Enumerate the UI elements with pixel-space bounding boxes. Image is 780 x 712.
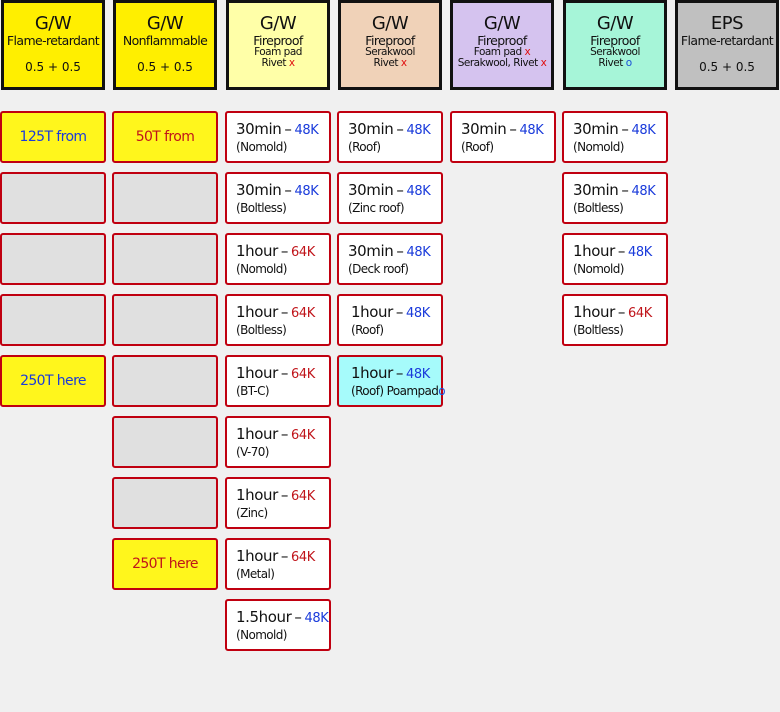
header-eps-flame-retardant: EPS Flame-retardant 0.5 + 0.5 [675, 0, 779, 90]
header-material: G/W [371, 13, 409, 34]
col6-option[interactable]: 1hour–48K (Nomold) [562, 233, 668, 285]
header-spec-1: Serakwool [590, 46, 640, 59]
col3-option[interactable]: 1hour–64K (Metal) [225, 538, 331, 590]
header-gw-fireproof-foam-serakwool: G/W Fireproof Foam pad x Serakwool, Rive… [450, 0, 554, 90]
col2-thickness-from[interactable]: 50T from [112, 111, 218, 163]
col3-option[interactable]: 30min–48K (Nomold) [225, 111, 331, 163]
col2-empty-slot [112, 233, 218, 285]
header-spec-1: Foam pad [254, 46, 302, 59]
col1-empty-slot [0, 172, 106, 224]
col3-option[interactable]: 1hour–64K (V-70) [225, 416, 331, 468]
col2-empty-slot [112, 294, 218, 346]
header-spec-2: Serakwool, Rivet x [457, 57, 547, 70]
col2-empty-slot [112, 416, 218, 468]
header-spec-2: Rivet x [261, 57, 295, 70]
header-material: G/W [146, 13, 184, 34]
header-material: G/W [483, 13, 521, 34]
col4-option[interactable]: 30min–48K (Roof) [337, 111, 443, 163]
header-gw-fireproof-foam: G/W Fireproof Foam pad Rivet x [226, 0, 330, 90]
col2-thickness-to[interactable]: 250T here [112, 538, 218, 590]
col2-empty-slot [112, 355, 218, 407]
header-grade: Fireproof [365, 32, 415, 48]
header-material: EPS [710, 13, 744, 34]
header-material: G/W [259, 13, 297, 34]
header-grade: Fireproof [590, 32, 640, 48]
col3-option[interactable]: 1hour–64K (Boltless) [225, 294, 331, 346]
header-material: G/W [34, 13, 72, 34]
header-spec-1: Serakwool [365, 46, 415, 59]
col4-option[interactable]: 1hour–48K (Roof) [337, 294, 443, 346]
header-gw-flame-retardant: G/W Flame-retardant 0.5 + 0.5 [1, 0, 105, 90]
header-grade: Nonflammable [122, 32, 208, 48]
header-gw-nonflammable: G/W Nonflammable 0.5 + 0.5 [113, 0, 217, 90]
col2-empty-slot [112, 172, 218, 224]
col1-empty-slot [0, 294, 106, 346]
header-thickness: 0.5 + 0.5 [25, 60, 81, 75]
col3-option[interactable]: 30min–48K (Boltless) [225, 172, 331, 224]
col4-option[interactable]: 30min–48K (Zinc roof) [337, 172, 443, 224]
header-thickness: 0.5 + 0.5 [699, 60, 755, 75]
header-grade: Flame-retardant [680, 32, 774, 48]
col6-option[interactable]: 30min–48K (Nomold) [562, 111, 668, 163]
header-spec-1: Foam pad x [473, 46, 531, 59]
col3-option[interactable]: 1hour–64K (Zinc) [225, 477, 331, 529]
col3-option[interactable]: 1hour–64K (BT-C) [225, 355, 331, 407]
header-gw-fireproof-rivet-o: G/W Fireproof Serakwool Rivet o [563, 0, 667, 90]
col1-empty-slot [0, 233, 106, 285]
col5-option[interactable]: 30min–48K (Roof) [450, 111, 556, 163]
header-spec-2: Rivet x [373, 57, 407, 70]
col1-thickness-to[interactable]: 250T here [0, 355, 106, 407]
header-material: G/W [596, 13, 634, 34]
col1-thickness-from[interactable]: 125T from [0, 111, 106, 163]
col6-option[interactable]: 1hour–64K (Boltless) [562, 294, 668, 346]
header-grade: Fireproof [477, 32, 527, 48]
col4-option-selected[interactable]: 1hour–48K (Roof) Poampado [337, 355, 446, 407]
col3-option[interactable]: 1.5hour–48K (Nomold) [225, 599, 331, 651]
header-grade: Flame-retardant [6, 32, 100, 48]
col4-option[interactable]: 30min–48K (Deck roof) [337, 233, 443, 285]
header-gw-fireproof-serakwool: G/W Fireproof Serakwool Rivet x [338, 0, 442, 90]
header-thickness: 0.5 + 0.5 [137, 60, 193, 75]
col6-option[interactable]: 30min–48K (Boltless) [562, 172, 668, 224]
header-spec-2: Rivet o [598, 57, 632, 70]
col3-option[interactable]: 1hour–64K (Nomold) [225, 233, 331, 285]
col2-empty-slot [112, 477, 218, 529]
header-grade: Fireproof [253, 32, 303, 48]
